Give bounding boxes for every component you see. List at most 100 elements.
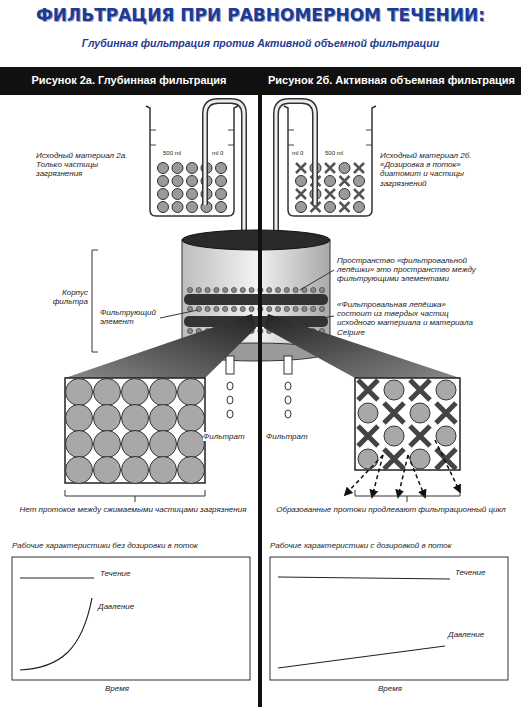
particle <box>150 457 177 484</box>
part-name: Фильтрующий элемент <box>100 308 158 326</box>
particle <box>158 176 169 187</box>
diatomite <box>296 189 306 199</box>
particle <box>267 287 272 292</box>
particle <box>354 202 365 213</box>
bracket <box>65 250 460 502</box>
particle <box>187 176 198 187</box>
subtitle: Глубинная фильтрация против Активной объ… <box>10 37 511 49</box>
note: Исходный материал 2б. «Дозировка в поток… <box>380 151 498 188</box>
particle <box>150 379 177 406</box>
particle <box>223 287 228 292</box>
particle <box>172 176 183 187</box>
part-name: Фильтрат <box>203 432 255 441</box>
diatomite <box>354 189 364 199</box>
particle <box>66 431 93 458</box>
diatomite <box>384 449 404 469</box>
diatomite <box>410 426 430 446</box>
zoom-fan <box>65 314 256 378</box>
zoom-box <box>65 378 205 483</box>
particle <box>358 449 378 469</box>
particle <box>249 306 254 311</box>
caption-note: Образованные протоки продлевают фильтрац… <box>266 505 516 514</box>
particle <box>240 306 245 311</box>
diatomite <box>340 202 350 212</box>
particle <box>436 380 456 400</box>
axis-label: Течение <box>455 568 486 577</box>
particle <box>187 328 192 333</box>
particle <box>296 176 307 187</box>
particle <box>205 287 210 292</box>
axis-label: Время <box>378 684 402 693</box>
particle <box>122 405 149 432</box>
chart-panel: Рабочие характеристики без дозировки в п… <box>10 538 255 700</box>
particle <box>187 287 192 292</box>
particle <box>216 189 227 200</box>
particle <box>436 426 456 446</box>
particle <box>293 287 298 292</box>
axis-label: Время <box>105 684 129 693</box>
note: «Фильтровальная лепёшка» состоит из твер… <box>337 300 477 337</box>
title: ФИЛЬТРАЦИЯ ПРИ РАВНОМЕРНОМ ТЕЧЕНИИ: <box>4 6 517 26</box>
particle <box>94 431 121 458</box>
particle <box>354 176 365 187</box>
particle <box>358 403 378 423</box>
particle <box>384 426 404 446</box>
particle <box>319 287 324 292</box>
particle <box>249 287 254 292</box>
particle <box>205 306 210 311</box>
caption-note: Нет протоков между сжимаемыми частицами … <box>8 505 258 514</box>
scale-mark: ml 0 <box>212 150 232 157</box>
particle <box>187 163 198 174</box>
scale-mark: ml 0 <box>292 150 312 157</box>
particle <box>231 306 236 311</box>
particle <box>240 287 245 292</box>
particle <box>293 306 298 311</box>
diatomite <box>358 426 378 446</box>
part-name: Фильтрат <box>266 432 318 441</box>
particle <box>178 379 205 406</box>
particle <box>384 380 404 400</box>
heading: Рисунок 2б. Активная объемная фильтрация <box>262 74 521 86</box>
particle <box>122 457 149 484</box>
heading: Рабочие характеристики без дозировки в п… <box>12 541 198 550</box>
particle <box>196 287 201 292</box>
particle <box>325 176 336 187</box>
particle <box>158 163 169 174</box>
particle <box>216 176 227 187</box>
particle <box>311 287 316 292</box>
particle <box>94 379 121 406</box>
chart-panel: Рабочие характеристики с дозировкой в по… <box>268 538 513 700</box>
diatomite <box>354 163 364 173</box>
particle <box>216 202 227 213</box>
particle <box>178 457 205 484</box>
diatomite <box>384 403 404 423</box>
axis-label: Давление <box>98 602 134 611</box>
particle <box>410 403 430 423</box>
scale-mark: 500 ml <box>325 150 359 157</box>
diatomite <box>436 449 456 469</box>
diatomite <box>436 403 456 423</box>
particle <box>267 306 272 311</box>
particle <box>158 189 169 200</box>
diatomite <box>296 163 306 173</box>
particle <box>187 202 198 213</box>
diatomite <box>340 176 350 186</box>
flow-arrow <box>345 440 460 497</box>
particle <box>94 457 121 484</box>
particle <box>122 431 149 458</box>
particle <box>214 306 219 311</box>
particle <box>410 449 430 469</box>
diatomite <box>358 380 378 400</box>
particle <box>311 306 316 311</box>
particle <box>275 306 280 311</box>
note: Исходный материал 2а. Только частицы заг… <box>36 151 142 179</box>
particle <box>231 287 236 292</box>
particle <box>214 287 219 292</box>
note: Пространство «фильтровальной лепёшки» эт… <box>337 256 477 284</box>
particle <box>223 306 228 311</box>
particle <box>172 163 183 174</box>
particle <box>172 189 183 200</box>
particle <box>66 405 93 432</box>
particle <box>187 189 198 200</box>
